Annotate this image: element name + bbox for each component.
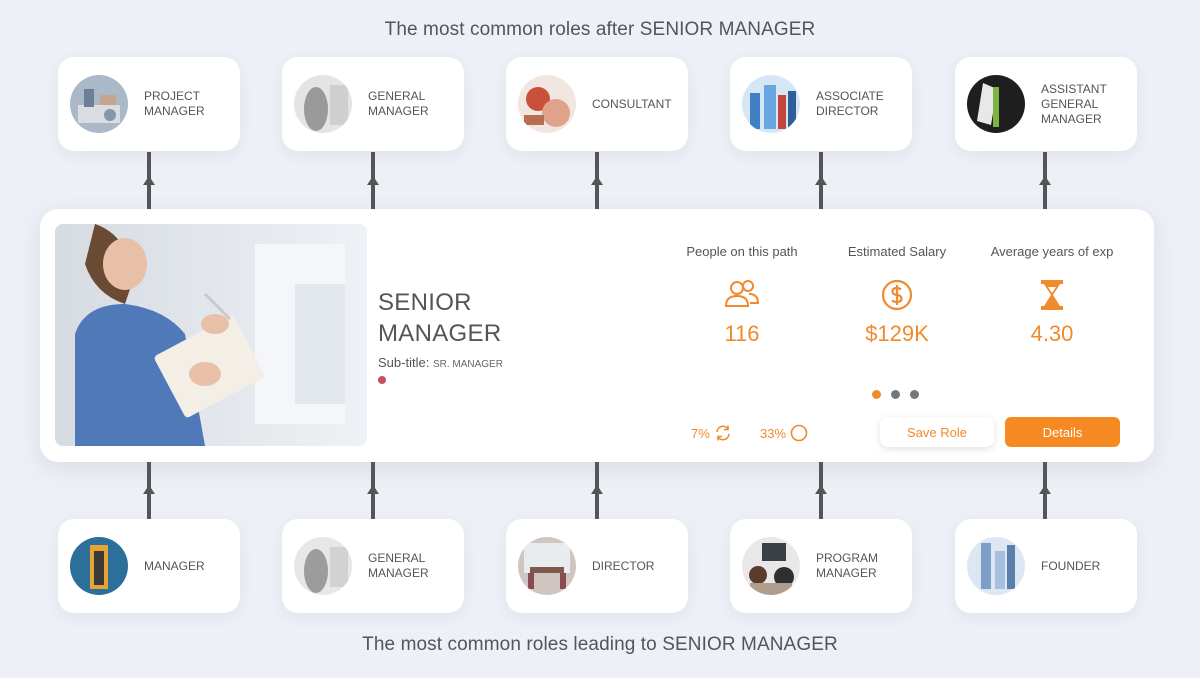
carousel-dot-2[interactable] xyxy=(891,390,900,399)
arrow-up-icon xyxy=(815,485,827,494)
save-role-button[interactable]: Save Role xyxy=(880,417,994,447)
role-avatar xyxy=(70,537,128,595)
role-card-manager[interactable]: MANAGER xyxy=(58,519,240,613)
people-icon xyxy=(667,279,817,311)
stat-people: People on this path 116 xyxy=(667,244,817,347)
role-card-project-manager[interactable]: PROJECT MANAGER xyxy=(58,57,240,151)
role-card-program-manager[interactable]: PROGRAM MANAGER xyxy=(730,519,912,613)
role-label: MANAGER xyxy=(144,558,205,573)
role-card-general-manager-before[interactable]: GENERAL MANAGER xyxy=(282,519,464,613)
subtitle-value: SR. MANAGER xyxy=(432,359,503,370)
dollar-icon xyxy=(822,279,972,311)
mini-stat-value: 7% xyxy=(691,425,710,441)
role-label: ASSOCIATE DIRECTOR xyxy=(816,89,884,118)
arrow-up-icon xyxy=(143,485,155,494)
arrow-up-icon xyxy=(367,485,379,494)
arrow-up-icon xyxy=(1039,176,1051,185)
current-role-card: SENIOR MANAGER Sub-title: SR. MANAGER Pe… xyxy=(40,209,1154,462)
role-label: GENERAL MANAGER xyxy=(368,551,429,580)
arrow-up-icon xyxy=(143,176,155,185)
current-role-title: SENIOR MANAGER xyxy=(378,289,502,347)
arrow-up-icon xyxy=(815,176,827,185)
status-dot xyxy=(378,376,386,384)
arrow-up-icon xyxy=(591,485,603,494)
role-label: PROGRAM MANAGER xyxy=(816,551,879,580)
role-card-director[interactable]: DIRECTOR xyxy=(506,519,688,613)
role-label: ASSISTANT GENERAL MANAGER xyxy=(1041,81,1107,126)
role-label: DIRECTOR xyxy=(592,558,655,573)
arrow-up-icon xyxy=(367,176,379,185)
stat-label: Estimated Salary xyxy=(847,244,947,259)
role-avatar xyxy=(518,537,576,595)
role-avatar xyxy=(70,75,128,133)
refresh-icon xyxy=(715,425,730,441)
role-label: CONSULTANT xyxy=(592,96,672,111)
details-button[interactable]: Details xyxy=(1005,417,1120,447)
hourglass-icon xyxy=(977,279,1127,311)
arrow-up-icon xyxy=(591,176,603,185)
circle-icon xyxy=(790,424,808,442)
role-card-general-manager[interactable]: GENERAL MANAGER xyxy=(282,57,464,151)
mini-stat-value: 33% xyxy=(760,425,787,441)
carousel-pagination xyxy=(872,390,919,399)
role-card-consultant[interactable]: CONSULTANT xyxy=(506,57,688,151)
role-avatar xyxy=(742,75,800,133)
role-avatar xyxy=(742,537,800,595)
stat-salary: Estimated Salary $129K xyxy=(822,244,972,347)
role-hero-image xyxy=(55,224,367,446)
carousel-dot-1[interactable] xyxy=(872,390,881,399)
role-avatar xyxy=(294,75,352,133)
role-card-founder[interactable]: FOUNDER xyxy=(955,519,1137,613)
role-label: FOUNDER xyxy=(1041,558,1101,573)
role-label: GENERAL MANAGER xyxy=(368,89,429,118)
role-avatar xyxy=(967,75,1025,133)
stat-value: 116 xyxy=(724,321,760,346)
stat-value: 4.30 xyxy=(1030,321,1074,346)
role-label: PROJECT MANAGER xyxy=(144,89,205,118)
role-avatar xyxy=(294,537,352,595)
arrow-up-icon xyxy=(1039,485,1051,494)
role-card-associate-director[interactable]: ASSOCIATE DIRECTOR xyxy=(730,57,912,151)
mini-stat-cycle: 7% xyxy=(691,424,732,442)
stat-value: $129K xyxy=(865,321,929,346)
role-card-assistant-general-manager[interactable]: ASSISTANT GENERAL MANAGER xyxy=(955,57,1137,151)
role-avatar xyxy=(967,537,1025,595)
stat-label: People on this path xyxy=(686,244,798,259)
stat-experience: Average years of exp 4.30 xyxy=(977,244,1127,347)
subtitle-label: Sub-title: xyxy=(378,355,430,370)
mini-stat-circle: 33% xyxy=(760,424,808,442)
carousel-dot-3[interactable] xyxy=(910,390,919,399)
stat-label: Average years of exp xyxy=(990,244,1114,259)
heading-roles-before: The most common roles leading to SENIOR … xyxy=(362,634,838,655)
role-avatar xyxy=(518,75,576,133)
role-subtitle: Sub-title: SR. MANAGER xyxy=(378,355,503,370)
heading-roles-after: The most common roles after SENIOR MANAG… xyxy=(384,19,816,40)
